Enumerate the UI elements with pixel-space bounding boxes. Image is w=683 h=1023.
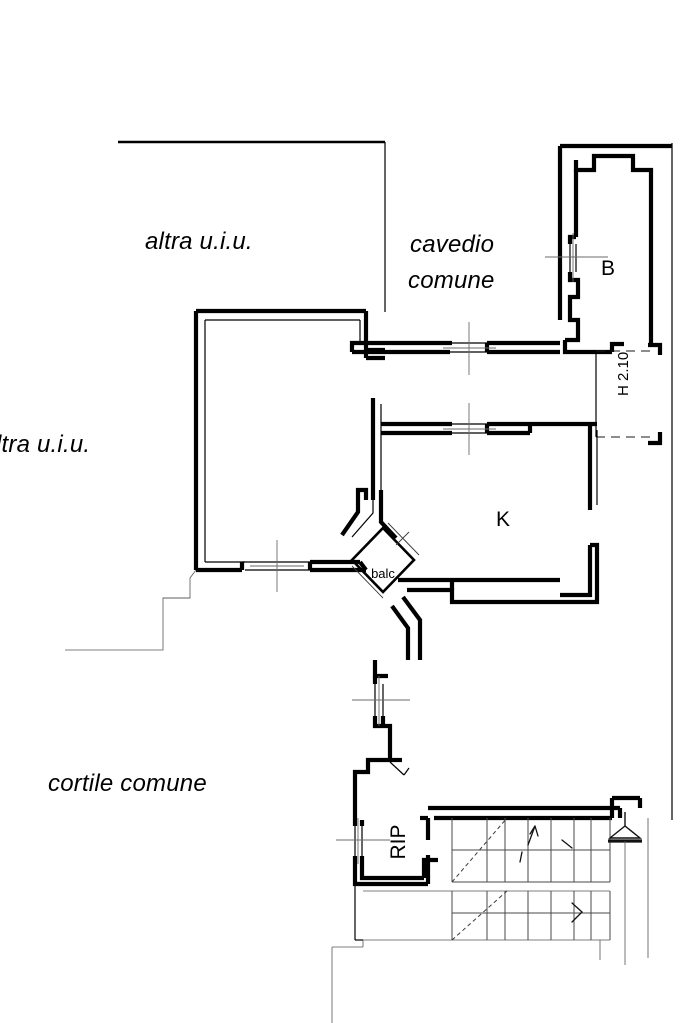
landing-ticks [599, 818, 649, 965]
left-stepped-boundary [65, 569, 197, 651]
height-note-label: H 2.10 [615, 352, 632, 396]
building-outer-shell-right [557, 143, 673, 820]
central-diagonal-walls [340, 487, 560, 660]
opening-marker-left-room [250, 540, 304, 592]
room-b-label: B [601, 257, 615, 280]
stairwell-walls [354, 795, 643, 941]
kitchen-walls [370, 398, 600, 605]
room-b-walls [562, 153, 654, 355]
left-room-walls [193, 308, 385, 573]
opening-marker-b [545, 233, 608, 282]
rip-closet-walls [352, 815, 438, 887]
cavedio-comune-label-line1: cavedio [410, 231, 494, 258]
stair-treads-lower [451, 890, 611, 941]
stair-direction-arrow-lower [571, 902, 583, 923]
bottom-boundary [331, 939, 364, 1023]
rip-label: RIP [387, 824, 410, 859]
room-k-label: K [496, 508, 510, 531]
cavedio-lower-wall [349, 340, 560, 355]
opening-marker-hallway [352, 676, 410, 726]
hallway-walls [352, 660, 410, 820]
stair-treads-upper [451, 817, 611, 883]
opening-marker-kitchen [443, 403, 496, 455]
balcony-balc [350, 522, 420, 599]
stair-direction-arrow-upper [519, 825, 573, 863]
balcony-label: balc [371, 566, 395, 581]
cavedio-comune-label-line2: comune [408, 267, 495, 294]
opening-marker-cavedio [443, 322, 496, 375]
altra-uiu-top-label: altra u.i.u. [145, 228, 253, 255]
altra-uiu-left-label: ltra u.i.u. [0, 431, 90, 458]
cortile-comune-label: cortile comune [48, 770, 207, 797]
upper-left-boundary [118, 140, 386, 312]
opening-marker-rip [336, 818, 390, 864]
